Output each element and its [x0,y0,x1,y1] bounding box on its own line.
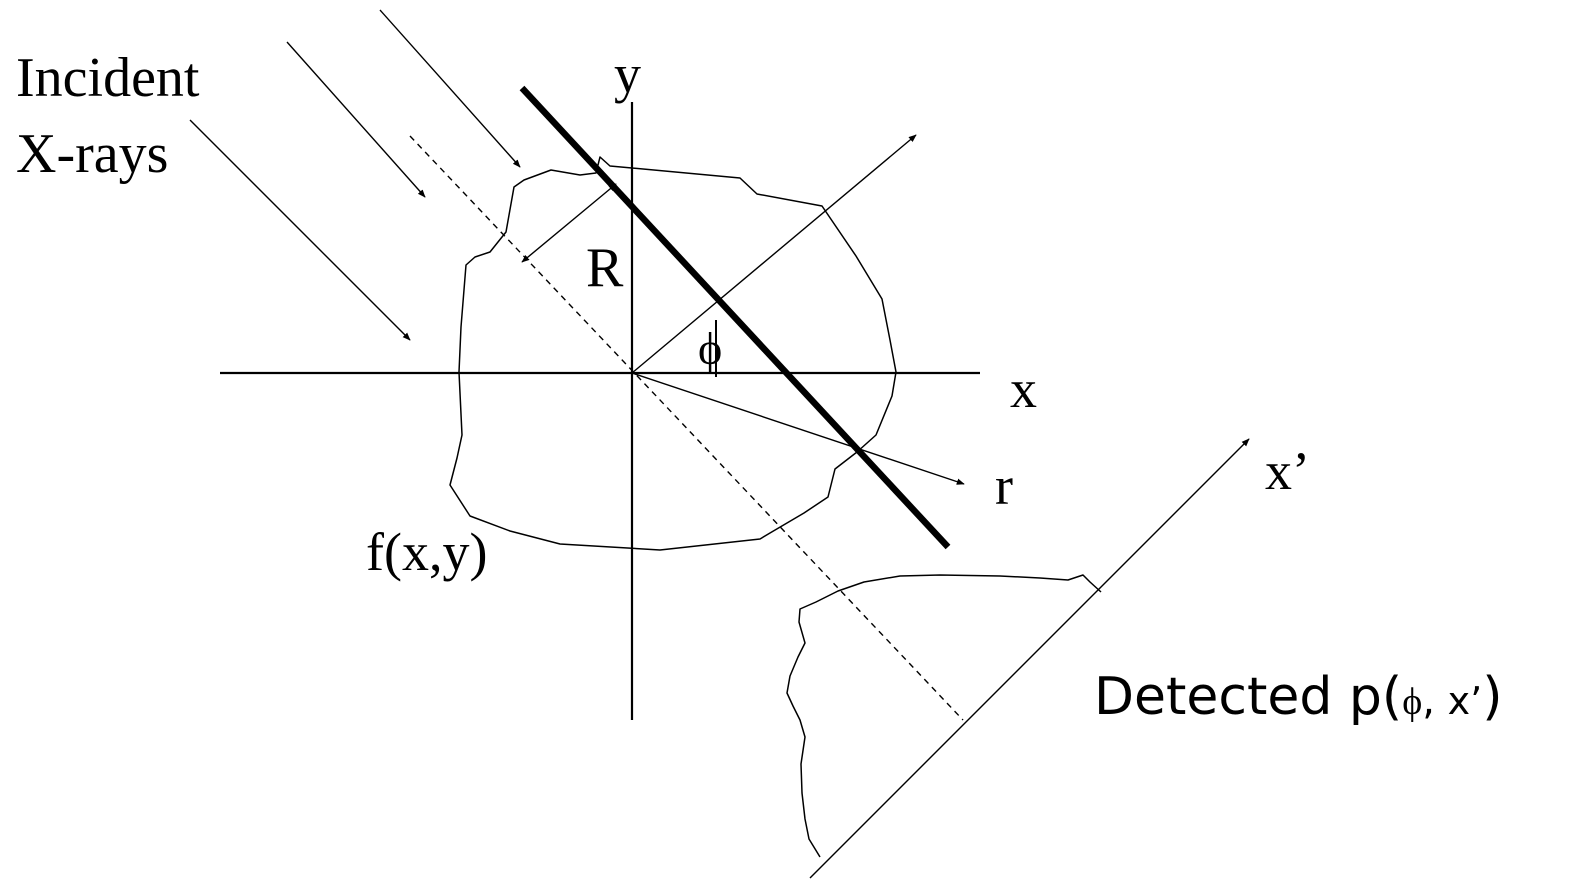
incident-label-line2: X-rays [16,123,168,185]
projection-profile [786,574,1102,858]
rotated-axis-arrow [631,134,917,374]
projection-phi: ϕ [1402,681,1422,723]
object-outline [449,156,897,551]
angle-label: ϕ [698,323,722,374]
x-prime-axis-label: x’ [1265,441,1310,501]
y-axis-label: y [614,44,641,104]
x-axis-label: x [1010,359,1037,419]
projection-comma: , [1422,678,1447,724]
radius-double-arrow [521,183,617,263]
r-axis-label: r [995,456,1013,516]
rotated-axes [631,134,965,485]
xray-arrow-3 [189,119,411,341]
integration-line [519,85,951,550]
r-vector-arrow [631,372,965,485]
object-function-label: f(x,y) [366,522,487,582]
detected-projection-label: Detected p(ϕ, x’) [1094,667,1503,727]
radius-label: R [586,237,624,299]
detected-word: Detected [1094,667,1349,727]
projection-close: ) [1482,667,1502,727]
incident-xray-arrows [189,9,521,341]
projection-prime: ’ [1470,679,1482,723]
coordinate-axes [220,102,980,720]
central-ray-dashed [409,135,964,721]
projection-p: p( [1349,667,1402,727]
xray-arrow-2 [286,41,426,198]
xray-arrow-1 [379,9,521,168]
incident-label-line1: Incident [16,47,200,109]
detector-x-prime-axis [809,438,1250,879]
projection-x: x [1448,679,1471,723]
